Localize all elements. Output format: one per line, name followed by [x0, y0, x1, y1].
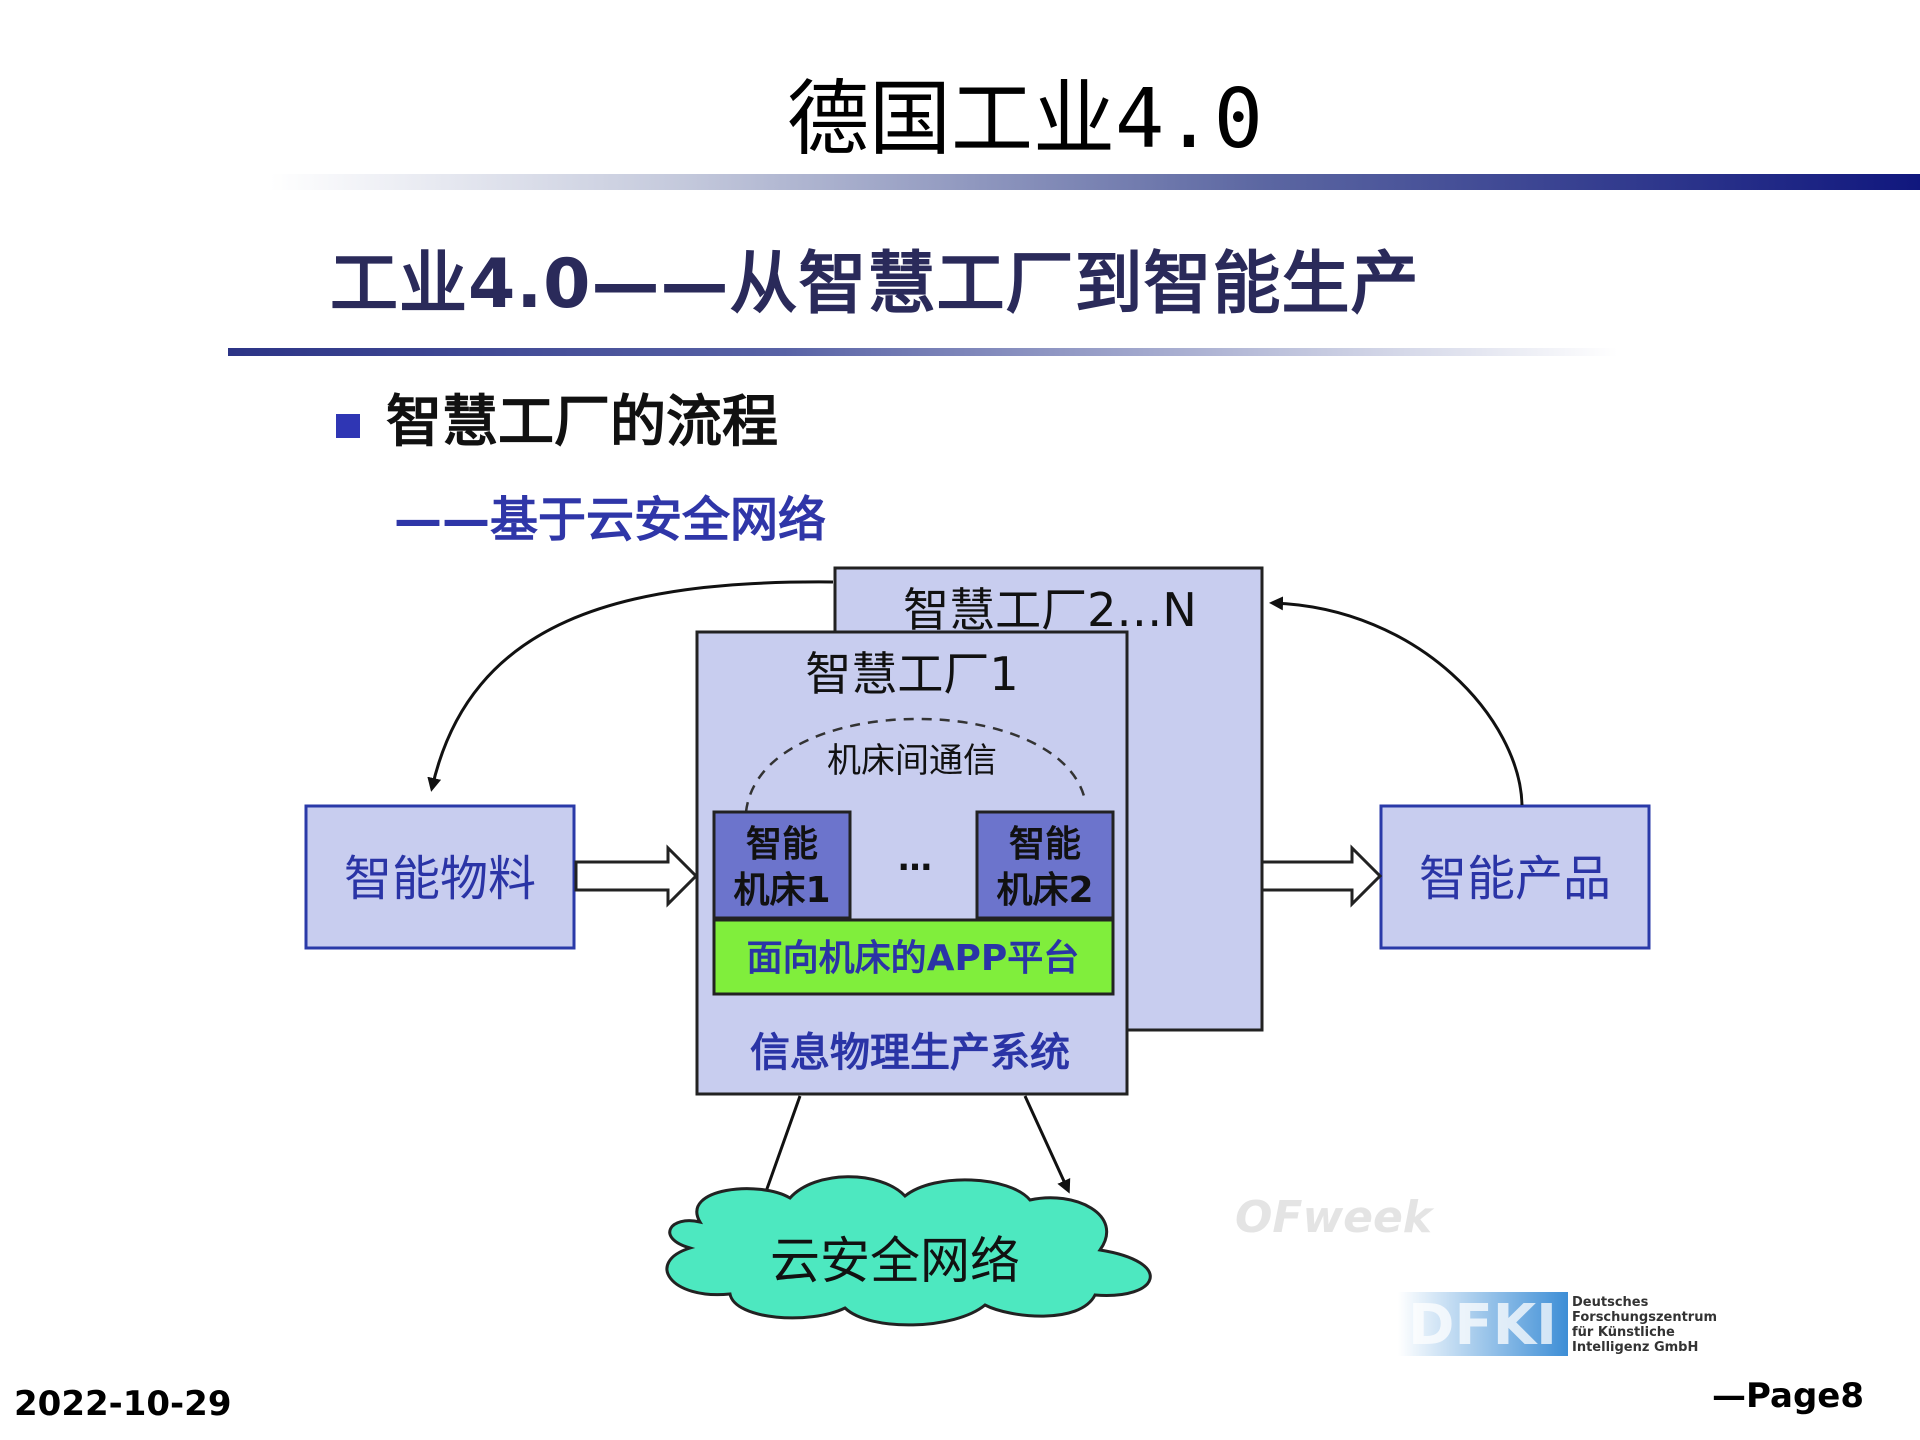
machine-1-line2: 机床1 [733, 870, 830, 911]
arrow-product-to-factory [1269, 596, 1524, 806]
machine-1-box [712, 810, 852, 920]
cloud-shape [665, 1175, 1152, 1327]
machine-1-line1: 智能 [746, 824, 818, 865]
cps-label: 信息物理生产系统 [750, 1030, 1070, 1076]
dfki-text-1: Deutsches [1572, 1295, 1649, 1310]
arrow-factory-to-cloud-left [759, 1095, 802, 1204]
factory-front-label: 智慧工厂1 [805, 647, 1018, 701]
machine-2-box [975, 810, 1115, 920]
product-label: 智能产品 [1419, 851, 1611, 907]
dfki-logo-letters: DFKI [1408, 1293, 1557, 1358]
dfki-text-2: Forschungszentrum [1572, 1310, 1717, 1325]
app-platform-box [712, 918, 1115, 996]
machine-2-line1: 智能 [1009, 824, 1081, 865]
slide-subtitle: 工业4.0——从智慧工厂到智能生产 [330, 245, 1420, 324]
title-gradient-bar [270, 174, 1920, 190]
footer-page-number: —Page8 [1712, 1376, 1865, 1416]
subtitle-underline [228, 348, 1618, 356]
material-label: 智能物料 [344, 851, 536, 907]
machine-ellipsis: … [898, 839, 932, 879]
dfki-text-3: für Künstliche [1572, 1325, 1675, 1340]
material-box [304, 804, 576, 950]
cloud-label: 云安全网络 [770, 1232, 1020, 1290]
arrow-material-to-factory [574, 844, 699, 908]
arrow-factory-to-product [1260, 844, 1383, 908]
dfki-logo: DFKI Deutsches Forschungszentrum für Kün… [1398, 1292, 1717, 1358]
bullet-subheading: ——基于云安全网络 [394, 492, 827, 548]
bullet-heading: 智慧工厂的流程 [386, 390, 778, 455]
watermark-text: OFweek [1235, 1192, 1435, 1243]
dfki-text-4: Intelligenz GmbH [1572, 1340, 1698, 1355]
machine-comm-arc [744, 717, 1087, 813]
arrow-factory-to-cloud-right [1023, 1095, 1071, 1194]
slide-title: 德国工业4.0 [786, 72, 1264, 167]
footer-date: 2022-10-29 [14, 1384, 232, 1424]
app-platform-label: 面向机床的APP平台 [747, 938, 1080, 979]
machine-2-line2: 机床2 [996, 870, 1093, 911]
machine-comm-label: 机床间通信 [827, 741, 997, 781]
arrow-factory-to-material [427, 580, 834, 792]
bullet-square-icon [336, 414, 360, 438]
factory-back-label: 智慧工厂2…N [903, 583, 1197, 637]
